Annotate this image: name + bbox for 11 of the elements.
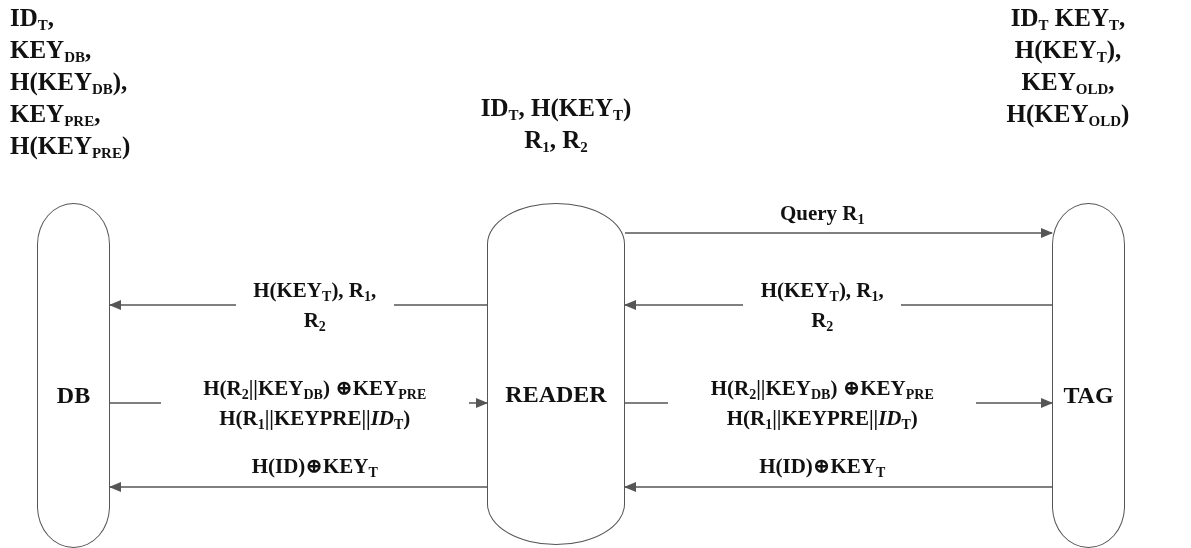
node-heading: ID$_{T}$, KEY$_{DB}$, H(KEY$_{DB}$), KEY$_{PRE}$, H(KEY$_{PRE}$) (10, 3, 131, 162)
arrow (624, 482, 1053, 492)
arrow (624, 228, 1053, 238)
lifeline-box (37, 203, 110, 548)
arrow (109, 482, 488, 492)
node-heading: ID$_{T}$, H(KEY$_{T}$) R$_{1}$, R$_{2}$ (479, 93, 633, 156)
node-label: TAG (1063, 382, 1114, 409)
node-heading: ID$_{T}$ KEY$_{T}$, H(KEY$_{T}$), KEY$_{OLD}$, H(KEY$_{OLD}$) (1006, 3, 1130, 130)
node-label: READER (505, 380, 607, 408)
lifeline-box (1052, 203, 1125, 548)
node-label: DB (56, 382, 91, 409)
